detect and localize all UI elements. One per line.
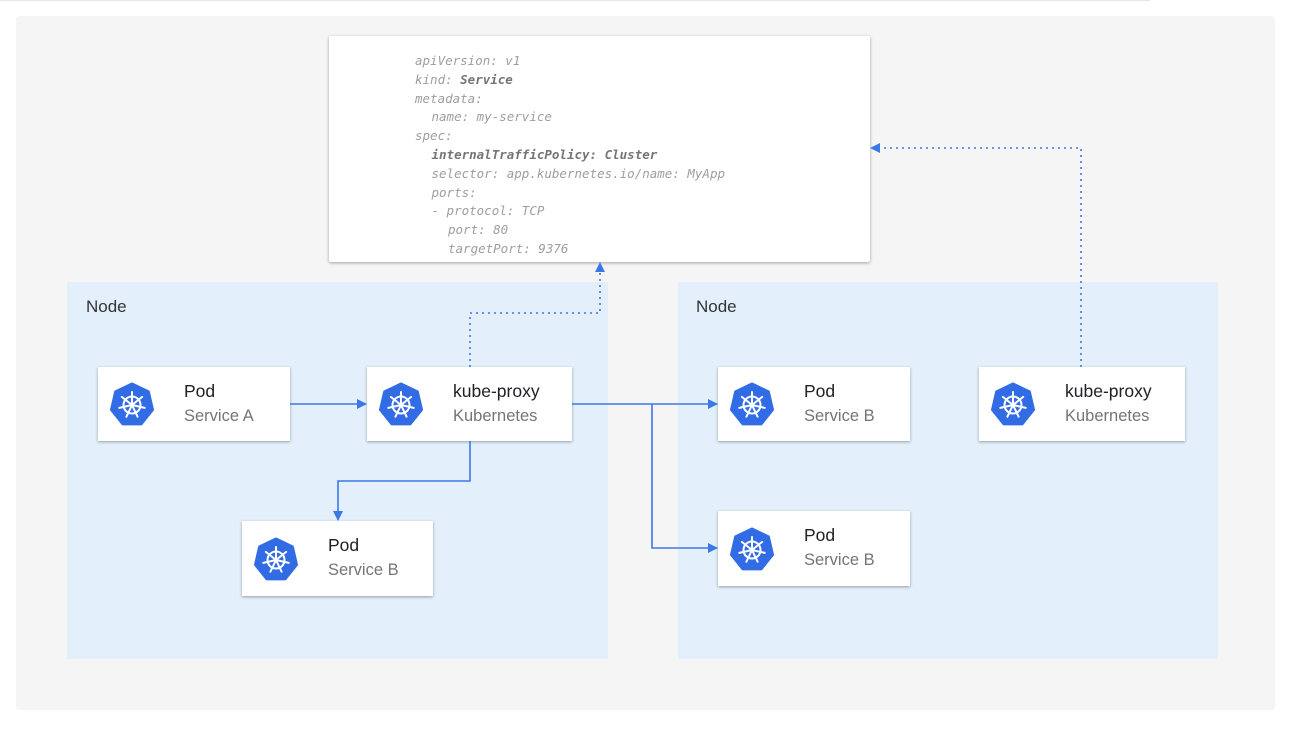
yaml-key: selector: app.kubernetes.io/name: MyApp [431,165,726,181]
yaml-line: targetPort: 9376 [448,241,568,256]
card-subtitle: Service A [184,407,254,425]
yaml-key: targetPort: 9376 [448,241,569,256]
card-title: kube-proxy [453,381,540,401]
card-subtitle: Service B [804,551,875,569]
node-label: Node [696,297,737,316]
yaml-key: port: 80 [448,222,509,238]
yaml-line: port: 80 [448,222,508,237]
arrow-kube-proxy-to-pod-b-right-2 [651,404,718,553]
kubernetes-icon [379,382,423,426]
card-title: Pod [328,535,360,555]
yaml-key: ports: [431,184,477,200]
kubernetes-icon [991,382,1035,426]
card-subtitle: Kubernetes [1065,407,1150,425]
yaml-line: internalTrafficPolicy: Cluster [432,147,658,162]
card-subtitle: Service B [804,407,875,425]
yaml-value-bold: internalTrafficPolicy: Cluster [431,147,658,162]
kubernetes-icon [730,527,774,570]
kubernetes-icon [730,382,774,426]
dotted-arrow-kube-proxy-left-to-service [469,262,605,367]
yaml-key: metadata: [415,90,483,106]
yaml-key: kind: [415,71,461,87]
yaml-line: apiVersion: v1 [415,53,520,68]
yaml-line: kind: Service [415,72,513,87]
kubernetes-icon [254,537,298,580]
yaml-line: ports: [432,185,477,200]
yaml-line: name: my-service [432,109,552,124]
kubernetes-icon [110,382,154,426]
card-title: Pod [804,381,836,401]
yaml-key: name: my-service [431,109,552,125]
node-label: Node [86,297,127,316]
card-title: Pod [804,525,836,545]
yaml-line: selector: app.kubernetes.io/name: MyApp [432,166,726,181]
card-title: kube-proxy [1065,381,1152,401]
service-yaml-card: apiVersion: v1 kind: Service metadata: name… [329,36,870,262]
yaml-value-bold: Service [460,71,513,87]
card-subtitle: Kubernetes [453,407,538,425]
yaml-line: metadata: [415,91,483,106]
arrow-kube-proxy-to-pod-b-left [333,441,471,521]
yaml-key: - protocol: TCP [431,203,545,219]
yaml-line: - protocol: TCP [432,203,545,218]
card-title: Pod [184,381,216,401]
card-subtitle: Service B [328,561,399,579]
divider [0,0,1150,1]
node-right: Node [678,282,1218,659]
dotted-arrow-kube-proxy-right-to-service [870,143,1082,367]
node-left: Node [67,282,608,659]
yaml-line: spec: [415,128,453,143]
yaml-key: spec: [415,128,453,144]
yaml-key: apiVersion: v1 [415,53,521,68]
